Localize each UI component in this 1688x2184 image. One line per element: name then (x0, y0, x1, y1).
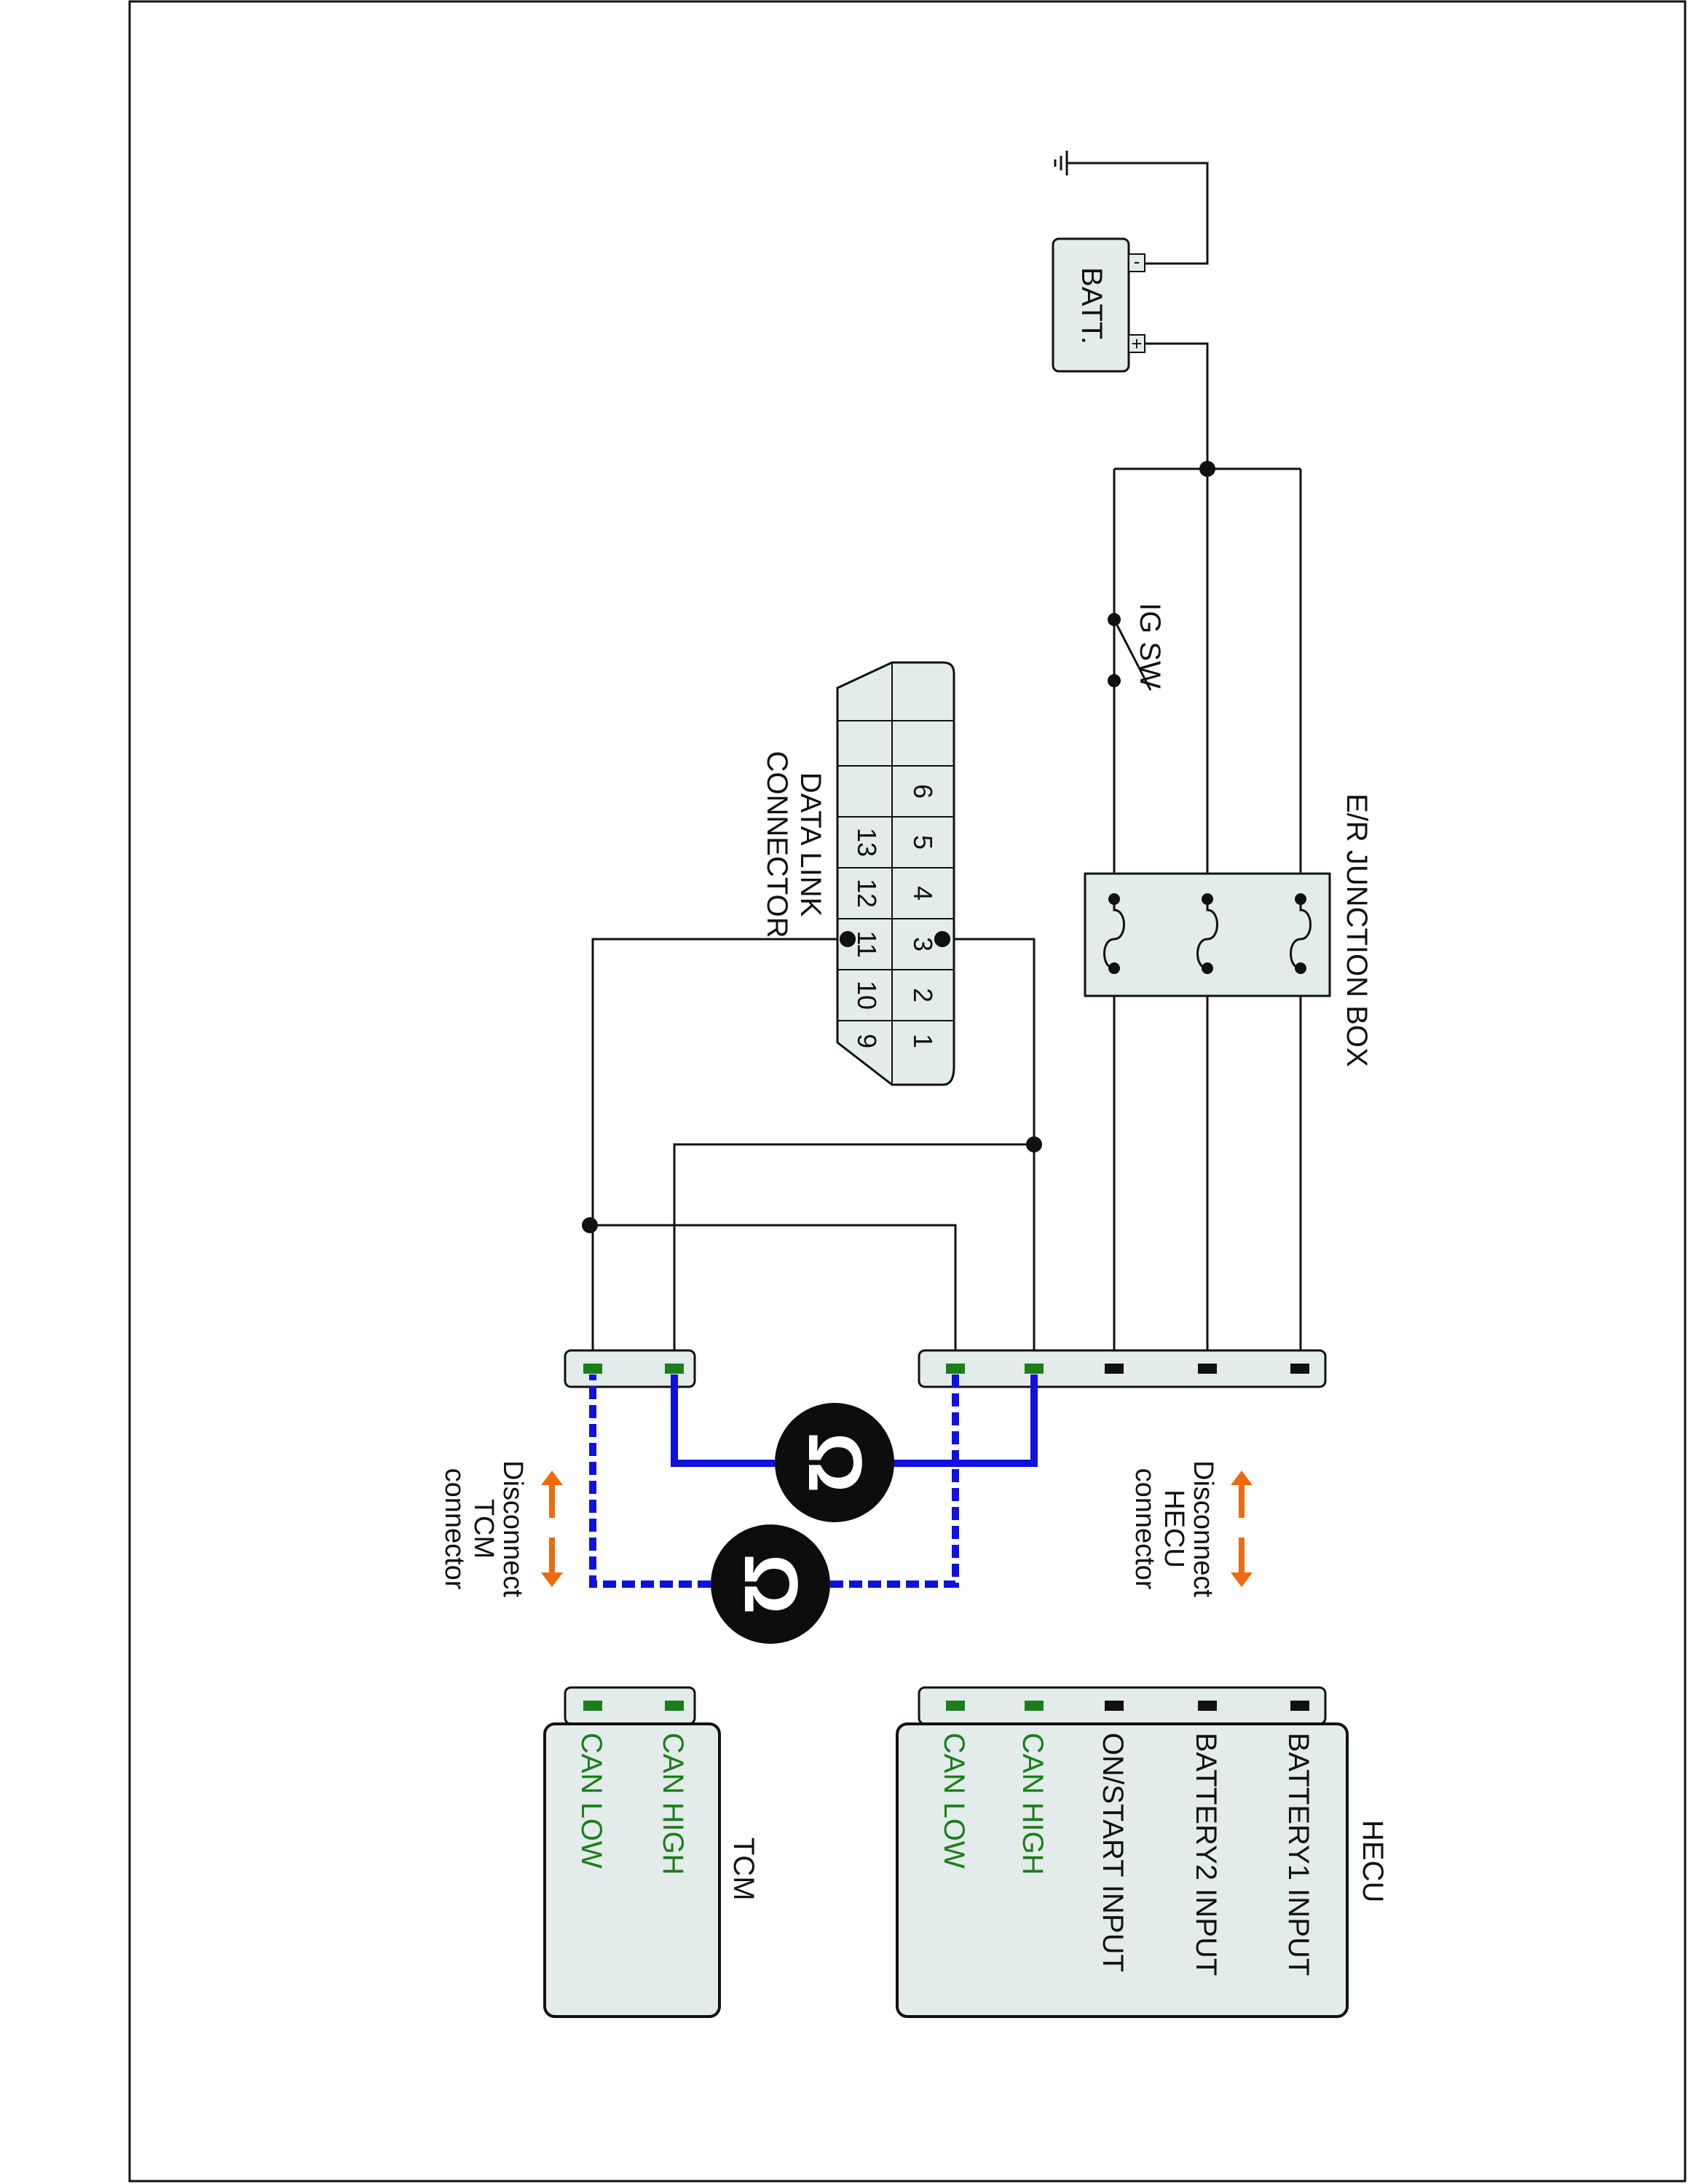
hecu-title: HECU (1357, 1820, 1389, 1902)
junction-box: E/R JUNCTION BOX (1084, 794, 1373, 1067)
page-frame (128, 0, 1687, 2183)
dlc-pin-6: 6 (908, 784, 938, 799)
ohmmeter-2-symbol: Ω (728, 1554, 813, 1614)
battery-plus-sign: + (1131, 333, 1142, 355)
ground-symbol-icon (1054, 151, 1068, 175)
tcm-disconnect-note-3: connector (439, 1468, 470, 1590)
fuse-icon (1103, 899, 1312, 970)
battery-minus-sign: - (1134, 250, 1140, 272)
dlc-pin-12: 12 (852, 879, 882, 908)
hecu-module: HECU BATTERY1 INPUT BATTERY2 INPUT ON/ST… (896, 1686, 1389, 2018)
dlc-pin-13: 13 (852, 828, 882, 857)
dlc-pin-9: 9 (852, 1034, 882, 1048)
hecu-disconnect-note-3: connector (1129, 1468, 1160, 1590)
switch-icon (1108, 469, 1152, 874)
hecu-disconnect-note-1: Disconnect (1188, 1460, 1218, 1597)
hecu-pin-can-high: CAN HIGH (1017, 1733, 1049, 1875)
battery-minus-terminal (1128, 253, 1145, 272)
dlc-label-line2: CONNECTOR (761, 751, 793, 938)
ohmmeter-1-symbol: Ω (792, 1432, 877, 1492)
dlc-pin-4: 4 (908, 886, 938, 901)
ig-switch-label: IG SW (1134, 603, 1166, 689)
dlc-pin-1: 1 (908, 1034, 938, 1048)
hecu-pin-battery2: BATTERY2 INPUT (1190, 1733, 1222, 1976)
hecu-pin-battery1: BATTERY1 INPUT (1282, 1733, 1314, 1976)
data-link-connector: 6 5 4 3 2 1 13 12 11 10 9 DATA LINK CONN… (761, 661, 955, 1086)
dlc-pin-11: 11 (852, 930, 882, 957)
tcm-disconnect-note-2: TCM (468, 1499, 499, 1559)
battery: - + BATT. (1052, 237, 1145, 373)
battery-body (1052, 237, 1130, 373)
junction-box-label: E/R JUNCTION BOX (1341, 794, 1373, 1067)
hecu-body (896, 1722, 1349, 2018)
dlc-label-line1: DATA LINK (794, 772, 827, 917)
dlc-pin-10: 10 (852, 981, 882, 1010)
tcm-body (543, 1722, 721, 2018)
dlc-wire-dots (840, 931, 950, 947)
tcm-pin-can-high: CAN HIGH (657, 1733, 689, 1875)
harness-connector-pins (583, 1364, 1309, 1374)
double-arrow-icon (541, 1471, 1253, 1587)
dlc-pin-2: 2 (908, 988, 938, 1002)
dlc-body (836, 661, 955, 1086)
battery-plus-terminal (1128, 334, 1145, 353)
tcm-module: TCM CAN HIGH CAN LOW (543, 1686, 760, 2018)
dlc-pin-3: 3 (908, 937, 938, 951)
dlc-pin-5: 5 (908, 835, 938, 850)
tcm-disconnect-note-1: Disconnect (497, 1460, 528, 1597)
tcm-harness-connector (564, 1349, 696, 1388)
ohm-symbol-icon: Ω Ω (711, 1403, 894, 1644)
hecu-pin-on-start: ON/START INPUT (1097, 1733, 1129, 1972)
hecu-pin-can-low: CAN LOW (938, 1733, 970, 1869)
tcm-pin-can-low: CAN LOW (575, 1733, 607, 1869)
battery-label: BATT. (1076, 267, 1108, 344)
hecu-disconnect-note-2: HECU (1159, 1489, 1189, 1568)
tcm-title: TCM (727, 1837, 760, 1901)
